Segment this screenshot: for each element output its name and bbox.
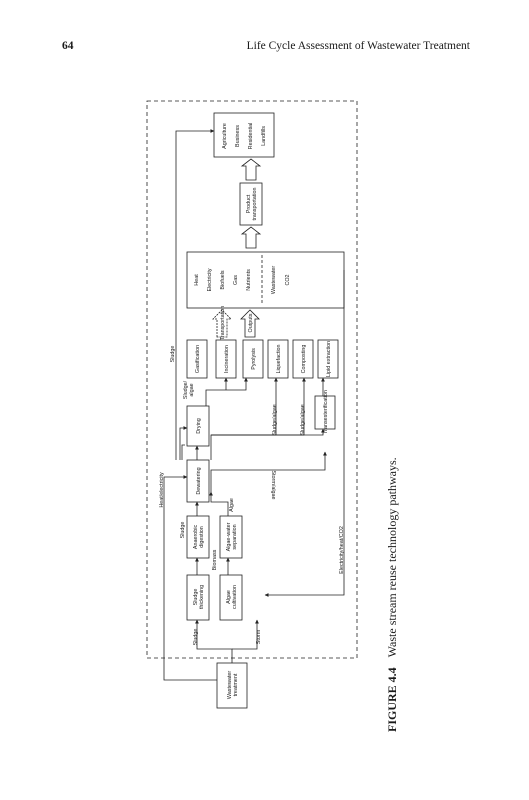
end-use-item-0: Agriculture bbox=[222, 123, 228, 149]
system-boundary bbox=[146, 100, 358, 659]
figure-caption-label: FIGURE 4.4 bbox=[385, 667, 399, 732]
box-gasification bbox=[186, 339, 208, 379]
label-sludge-3: Sludge bbox=[170, 346, 176, 363]
label-anaerobic-digestion: Anaerobicdigestion bbox=[193, 525, 205, 550]
label-electricity-heat-co2: Electricity/heat/CO2 bbox=[339, 526, 345, 574]
outputs-block-arrow bbox=[240, 309, 260, 338]
label-algae: Algae bbox=[229, 498, 235, 512]
outputs-list-item-3: Gas bbox=[233, 275, 239, 285]
box-wastewater-treatment bbox=[216, 662, 248, 709]
box-product-transportation bbox=[239, 182, 263, 226]
box-dewatering bbox=[186, 459, 210, 503]
box-algae-cultivation bbox=[219, 574, 243, 621]
outputs-list-item-4: Nutrients bbox=[246, 269, 252, 291]
label-sludge-algae-drying: Sludge/algae bbox=[183, 380, 195, 399]
label-algae-cultivation: Algaecultivation bbox=[226, 585, 238, 609]
label-product-transportation: Producttransportation bbox=[246, 188, 258, 221]
outputs-list-item-extra-1: CO2 bbox=[285, 274, 291, 285]
label-drying: Drying bbox=[196, 418, 202, 434]
end-use-item-1: Business bbox=[235, 125, 241, 147]
process-boxes bbox=[186, 112, 345, 709]
box-incineration bbox=[215, 339, 237, 379]
box-composting bbox=[292, 339, 314, 379]
product-transport-block-arrow bbox=[240, 226, 262, 249]
box-liquefaction bbox=[267, 339, 289, 379]
label-sludge-algae-2: Sludge/algae bbox=[300, 404, 306, 435]
end-use-item-3: Landfills bbox=[261, 126, 267, 146]
end-use-block-arrow bbox=[240, 158, 262, 181]
connectors bbox=[163, 129, 345, 681]
sludge-recycle-loop bbox=[181, 444, 185, 460]
label-sludge-algae-1: Sludge/algae bbox=[272, 404, 278, 435]
page-number: 64 bbox=[62, 40, 74, 52]
transportation-block-arrow bbox=[212, 309, 232, 338]
box-algae-water-separation bbox=[219, 515, 243, 559]
label-sludge-thickening: Sludgethickening bbox=[193, 585, 205, 609]
label-wastewater-treatment: Wastewatertreatment bbox=[227, 671, 239, 699]
figure-labels: Wastewatertreatment Sludgethickening Algae… bbox=[159, 123, 345, 699]
outputs-list-item-2: Biofuels bbox=[220, 270, 226, 289]
label-outputs: Outputs bbox=[248, 313, 254, 332]
end-use-item-2: Residential bbox=[248, 123, 254, 150]
outputs-list-item-0: Heat bbox=[194, 274, 200, 286]
label-pyrolysis: Pyrolysis bbox=[251, 348, 257, 370]
box-sludge-thickening bbox=[186, 574, 210, 621]
outputs-list-item-extra-0: Wastewater bbox=[271, 266, 277, 294]
label-storm-algae: Storm/algae bbox=[270, 470, 276, 499]
box-anaerobic-digestion bbox=[186, 515, 210, 559]
label-biomass: Biomass bbox=[212, 549, 218, 570]
box-pyrolysis bbox=[242, 339, 264, 379]
box-transesterification bbox=[314, 395, 336, 430]
box-lipid-extraction bbox=[317, 339, 339, 379]
label-sludge-2: Sludge bbox=[180, 522, 186, 539]
label-algae-water-separation: Algae-waterseparation bbox=[226, 522, 238, 551]
label-composting: Composting bbox=[301, 345, 307, 374]
label-liquefaction: Liquefaction bbox=[276, 344, 282, 373]
running-head: 64 Life Cycle Assessment of Wastewater T… bbox=[62, 40, 470, 56]
box-outputs-list bbox=[186, 251, 345, 309]
label-incineration: Incineration bbox=[224, 345, 230, 373]
label-dewatering: Dewatering bbox=[196, 467, 202, 494]
outputs-list-item-1: Electricity bbox=[207, 268, 213, 291]
label-lipid-extraction: Lipid extraction bbox=[326, 341, 332, 377]
label-transportation: Transportation bbox=[220, 306, 226, 341]
label-storm: Storm bbox=[256, 629, 262, 644]
label-heat-electricity: Heat/electricity bbox=[159, 472, 165, 508]
label-transesterification: Transesterification bbox=[323, 390, 329, 434]
box-end-uses bbox=[213, 112, 275, 158]
figure-caption-text: Waste stream reuse technology pathways. bbox=[385, 457, 399, 658]
box-drying bbox=[186, 405, 210, 447]
label-sludge-1: Sludge bbox=[193, 629, 199, 646]
running-title: Life Cycle Assessment of Wastewater Trea… bbox=[246, 40, 470, 52]
label-gasification: Gasification bbox=[195, 345, 201, 373]
